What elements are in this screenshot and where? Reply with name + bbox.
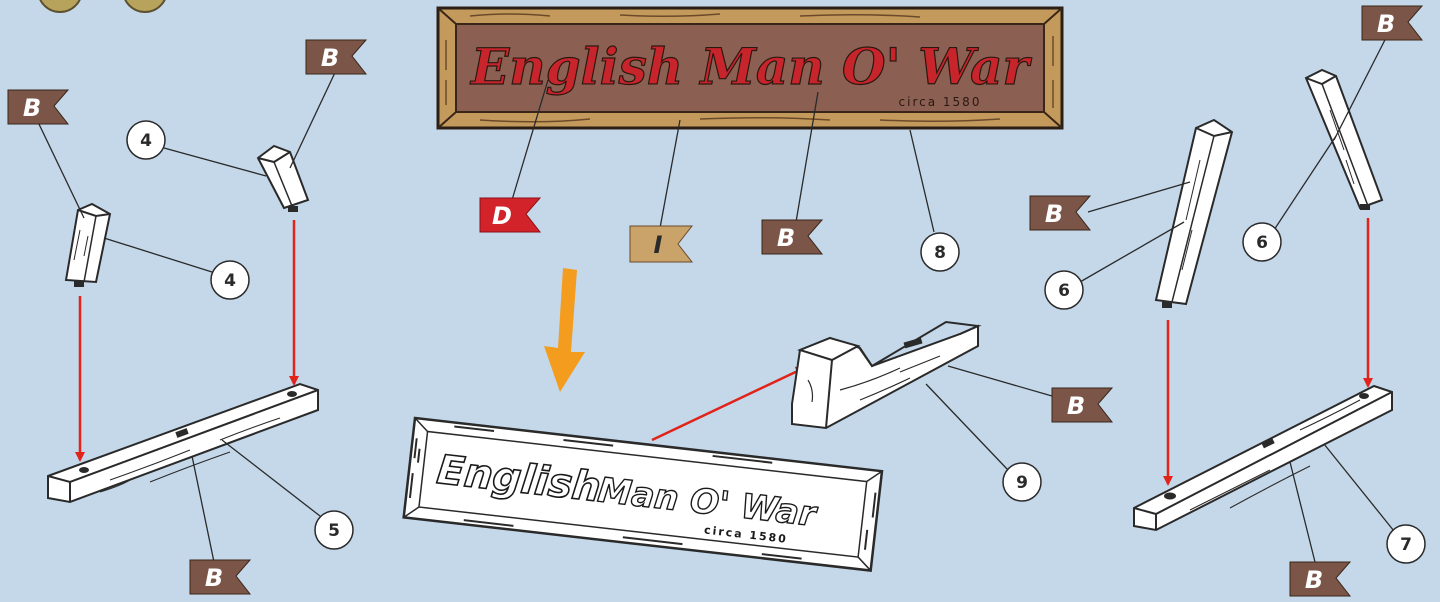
flag-b-sign: B	[762, 220, 822, 254]
svg-text:5: 5	[328, 521, 340, 541]
svg-text:7: 7	[1400, 535, 1412, 555]
callout-8: 8	[921, 233, 959, 271]
flag-i: I	[630, 226, 692, 262]
svg-text:9: 9	[1016, 473, 1028, 493]
flag-b-left-1: B	[8, 90, 68, 124]
assembled-sign: English Man O' War circa 1580	[404, 418, 882, 571]
svg-text:B: B	[777, 224, 795, 252]
sign-subtitle: circa 1580	[899, 95, 982, 109]
stand-piece-9	[792, 322, 978, 428]
leaders-9	[926, 366, 1052, 470]
painted-sign: English Man O' War circa 1580	[438, 8, 1062, 128]
flag-b-left-2: B	[306, 40, 366, 74]
callout-4b: 4	[211, 261, 249, 299]
callout-6a: 6	[1045, 271, 1083, 309]
beam-7	[1134, 386, 1392, 530]
callout-9: 9	[1003, 463, 1041, 501]
flag-b-9: B	[1052, 388, 1112, 422]
svg-text:D: D	[492, 202, 512, 230]
flag-b-right-3: B	[1290, 562, 1350, 596]
svg-text:6: 6	[1256, 233, 1268, 253]
beam-5	[48, 384, 318, 502]
svg-text:B: B	[205, 564, 223, 592]
post-right-6a	[1156, 120, 1232, 308]
svg-text:B: B	[1067, 392, 1085, 420]
svg-text:B: B	[1045, 200, 1063, 228]
flag-b-right-2: B	[1362, 6, 1422, 40]
svg-text:6: 6	[1058, 281, 1070, 301]
svg-text:B: B	[1305, 566, 1323, 594]
flag-d: D	[480, 198, 540, 232]
callout-7: 7	[1387, 525, 1425, 563]
svg-text:4: 4	[224, 271, 236, 291]
svg-text:8: 8	[934, 243, 946, 263]
flag-b-left-3: B	[190, 560, 250, 594]
callout-6b: 6	[1243, 223, 1281, 261]
svg-text:I: I	[654, 231, 663, 259]
svg-text:4: 4	[140, 131, 152, 151]
callout-4a: 4	[127, 121, 165, 159]
orange-down-arrow	[544, 268, 585, 392]
flag-b-right-1: B	[1030, 196, 1090, 230]
post-left-4a	[66, 204, 110, 287]
svg-text:B: B	[321, 44, 339, 72]
coin-icons	[38, 0, 167, 12]
post-left-4b	[258, 146, 308, 212]
svg-text:B: B	[1377, 10, 1395, 38]
sign-title: English Man O' War	[469, 37, 1032, 96]
post-right-6b	[1306, 70, 1382, 210]
callout-5: 5	[315, 511, 353, 549]
arrow-sign-to-stand	[652, 368, 804, 440]
svg-text:B: B	[23, 94, 41, 122]
